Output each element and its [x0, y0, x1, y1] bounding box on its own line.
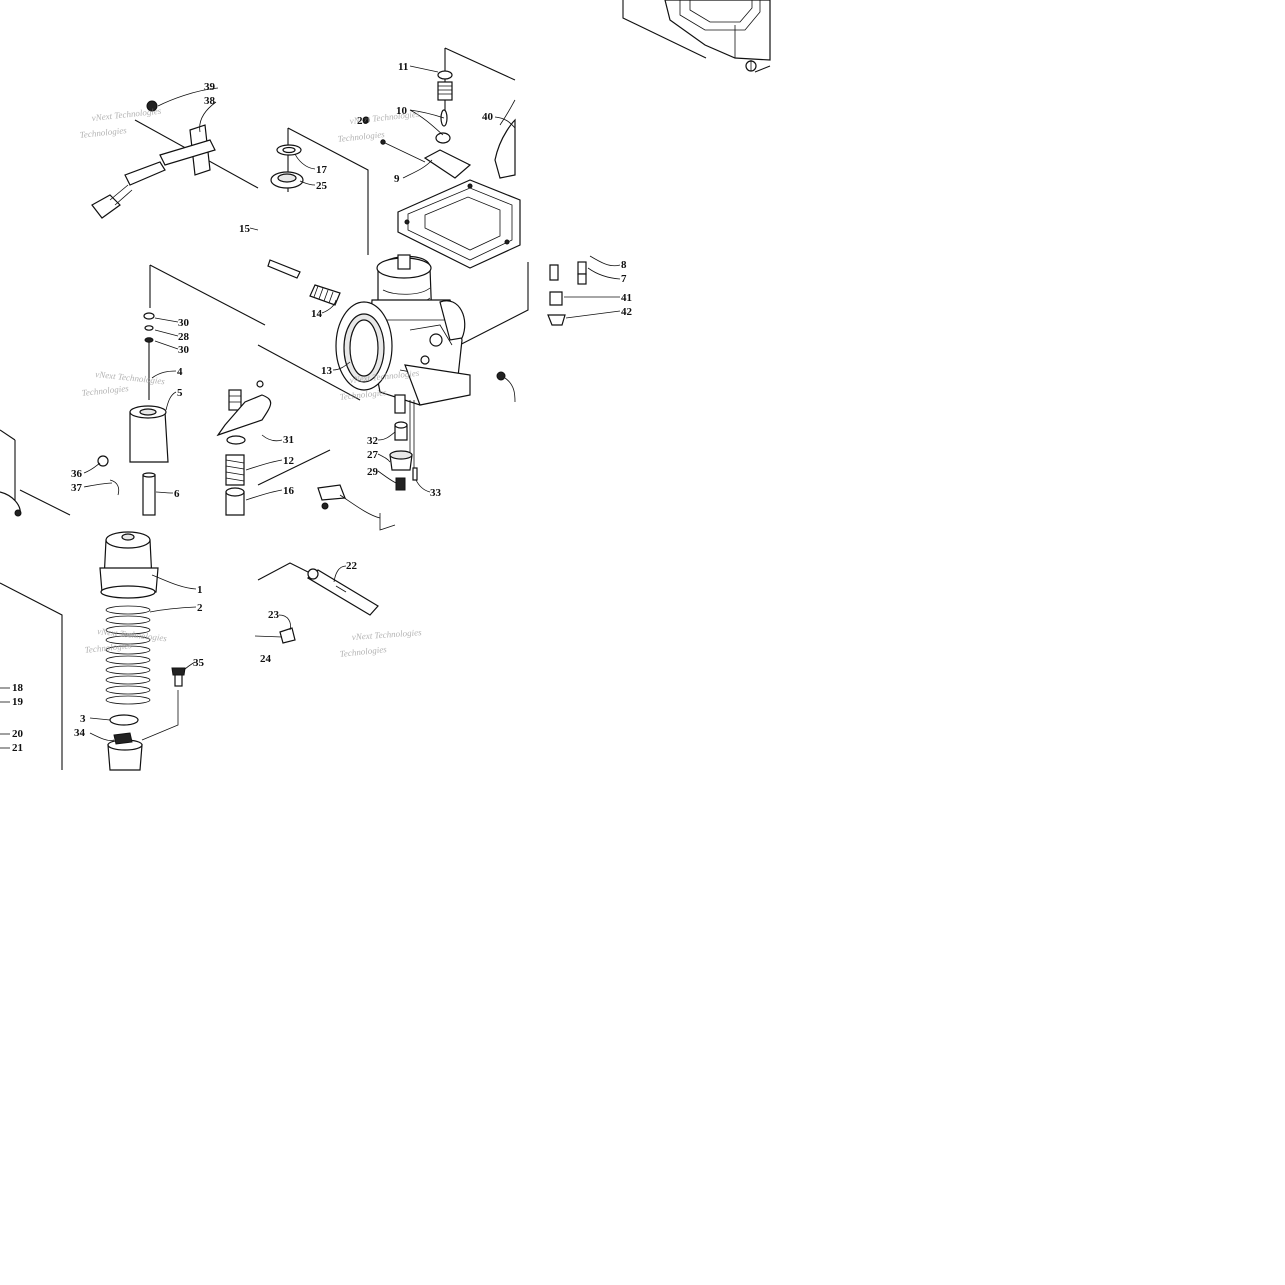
watermark-text: vNext Technologies — [351, 627, 422, 642]
pilot-jet-parts — [216, 380, 272, 516]
callout-8: 8 — [621, 259, 627, 271]
callout-6: 6 — [174, 488, 180, 500]
rod-and-screws — [254, 568, 379, 644]
cap-and-gasket — [270, 144, 304, 189]
callout-39: 39 — [204, 81, 216, 93]
watermark-text: Technologies — [337, 129, 385, 144]
right-side-parts — [547, 261, 587, 326]
callout-5: 5 — [177, 387, 183, 399]
callout-19: 19 — [12, 696, 24, 708]
callout-32: 32 — [367, 435, 379, 447]
callout-30a: 30 — [178, 317, 190, 329]
callout-36: 36 — [71, 468, 83, 480]
callout-41: 41 — [621, 292, 632, 304]
callout-30b: 30 — [178, 344, 190, 356]
callout-7: 7 — [621, 273, 627, 285]
watermark-text: Technologies — [339, 644, 387, 659]
callout-25: 25 — [316, 180, 328, 192]
callout-3: 3 — [80, 713, 86, 725]
callout-10: 10 — [396, 105, 408, 117]
callout-38: 38 — [204, 95, 216, 107]
callout-21: 21 — [12, 742, 23, 754]
callout-35: 35 — [193, 657, 205, 669]
callout-24: 24 — [260, 653, 272, 665]
needle-and-slide — [0, 312, 169, 517]
callout-34: 34 — [74, 727, 86, 739]
callout-27: 27 — [367, 449, 379, 461]
callout-23: 23 — [268, 609, 280, 621]
callout-40: 40 — [482, 111, 494, 123]
carburetor-body — [335, 99, 521, 470]
float-bowl-fragment — [664, 0, 771, 73]
callout-4: 4 — [177, 366, 183, 378]
callout-33: 33 — [430, 487, 442, 499]
callout-42: 42 — [621, 306, 633, 318]
callout-31: 31 — [283, 434, 294, 446]
needle-valve-parts — [362, 70, 472, 179]
watermark-text: Technologies — [81, 383, 129, 398]
watermark-text: Technologies — [339, 387, 387, 402]
callout-9: 9 — [394, 173, 400, 185]
callout-13: 13 — [321, 365, 333, 377]
callout-2: 2 — [197, 602, 203, 614]
bracket — [317, 484, 396, 531]
frame-lines — [0, 0, 707, 770]
leader-lines — [0, 65, 621, 749]
callout-28: 28 — [178, 331, 190, 343]
callout-15: 15 — [239, 223, 251, 235]
watermark-text: Technologies — [84, 640, 132, 655]
callout-1: 1 — [197, 584, 203, 596]
watermark-text: Technologies — [79, 125, 127, 140]
callouts: 1 2 3 4 5 6 7 8 9 10 11 12 13 14 15 16 1… — [12, 61, 633, 754]
main-jet-parts — [389, 371, 516, 491]
callout-26: 26 — [357, 115, 369, 127]
callout-16: 16 — [283, 485, 295, 497]
callout-20: 20 — [12, 728, 24, 740]
watermark-text: vNext Technologies — [95, 369, 166, 386]
callout-22: 22 — [346, 560, 358, 572]
callout-17: 17 — [316, 164, 328, 176]
cap-spring-group — [99, 531, 186, 771]
callout-18: 18 — [12, 682, 24, 694]
watermark-text: vNext Technologies — [91, 106, 162, 123]
watermark-text: vNext Technologies — [97, 626, 168, 643]
callout-29: 29 — [367, 466, 379, 478]
idle-screw-spring — [267, 259, 341, 306]
callout-14: 14 — [311, 308, 323, 320]
callout-11: 11 — [398, 61, 408, 73]
callout-12: 12 — [283, 455, 295, 467]
callout-37: 37 — [71, 482, 83, 494]
